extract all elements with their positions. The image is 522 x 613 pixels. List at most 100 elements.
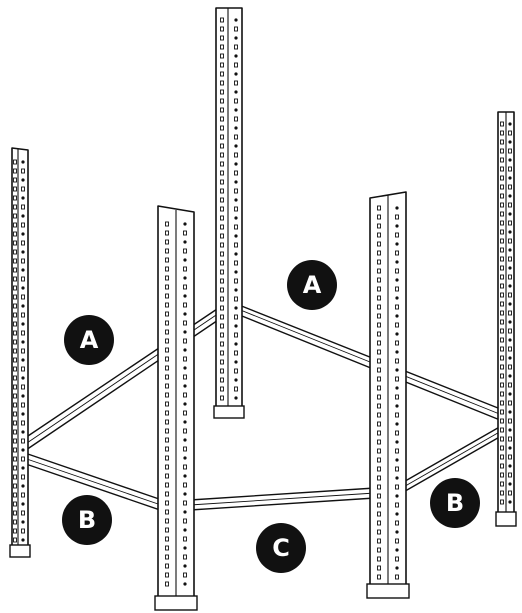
slot-hole — [13, 375, 17, 381]
slot-hole — [395, 430, 399, 436]
slot-hole — [21, 384, 25, 390]
slot-hole — [377, 340, 381, 346]
slot-hole — [508, 256, 512, 262]
slot-hole — [500, 454, 504, 460]
slot-hole — [13, 195, 17, 201]
slot-hole — [13, 411, 17, 417]
slot-hole — [377, 367, 381, 373]
slot-hole — [220, 368, 224, 374]
star-hole — [508, 230, 512, 234]
slot-hole — [395, 232, 399, 238]
slot-hole — [21, 510, 25, 516]
slot-hole — [183, 500, 187, 506]
slot-hole — [165, 221, 169, 227]
slot-hole — [21, 204, 25, 210]
slot-hole — [234, 386, 238, 392]
star-hole — [183, 312, 187, 316]
slot-hole — [165, 383, 169, 389]
star-hole — [21, 358, 25, 362]
star-hole — [395, 440, 399, 444]
slot-hole — [220, 332, 224, 338]
slot-hole — [165, 293, 169, 299]
star-hole — [395, 530, 399, 534]
slot-hole — [165, 446, 169, 452]
slot-hole — [13, 474, 17, 480]
star-hole — [395, 512, 399, 516]
slot-hole — [377, 574, 381, 580]
slot-hole — [13, 492, 17, 498]
slot-hole — [165, 464, 169, 470]
label-badge-a-left: A — [64, 315, 114, 365]
slot-hole — [220, 53, 224, 59]
slot-hole — [377, 277, 381, 283]
slot-hole — [13, 258, 17, 264]
slot-hole — [220, 44, 224, 50]
star-hole — [183, 492, 187, 496]
slot-hole — [13, 447, 17, 453]
beam-a-left — [21, 302, 231, 451]
star-hole — [21, 376, 25, 380]
slot-hole — [377, 529, 381, 535]
slot-hole — [377, 385, 381, 391]
slot-hole — [183, 302, 187, 308]
label-b-right: B — [446, 489, 464, 517]
slot-hole — [165, 347, 169, 353]
slot-hole — [183, 356, 187, 362]
star-hole — [21, 196, 25, 200]
slot-hole — [500, 148, 504, 154]
slot-hole — [234, 116, 238, 122]
slot-hole — [508, 472, 512, 478]
star-hole — [508, 176, 512, 180]
star-hole — [395, 296, 399, 300]
slot-hole — [21, 456, 25, 462]
slot-hole — [377, 448, 381, 454]
slot-hole — [500, 418, 504, 424]
slot-hole — [220, 215, 224, 221]
star-hole — [395, 278, 399, 282]
post-back-right — [495, 111, 517, 527]
star-hole — [234, 288, 238, 292]
slot-hole — [500, 472, 504, 478]
star-hole — [508, 410, 512, 414]
slot-hole — [377, 520, 381, 526]
slot-hole — [165, 284, 169, 290]
star-hole — [234, 72, 238, 76]
slot-hole — [395, 556, 399, 562]
slot-hole — [220, 278, 224, 284]
star-hole — [234, 180, 238, 184]
slot-hole — [500, 346, 504, 352]
slot-hole — [377, 322, 381, 328]
star-hole — [395, 548, 399, 552]
slot-hole — [183, 536, 187, 542]
label-b-left: B — [78, 506, 96, 534]
slot-hole — [21, 438, 25, 444]
slot-hole — [220, 116, 224, 122]
slot-hole — [13, 393, 17, 399]
slot-hole — [183, 266, 187, 272]
slot-hole — [165, 320, 169, 326]
slot-hole — [500, 400, 504, 406]
slot-hole — [508, 400, 512, 406]
star-hole — [183, 546, 187, 550]
slot-hole — [13, 231, 17, 237]
slot-hole — [234, 152, 238, 158]
star-hole — [183, 402, 187, 406]
slot-hole — [183, 446, 187, 452]
post-holes — [13, 17, 512, 587]
star-hole — [508, 464, 512, 468]
slot-hole — [500, 364, 504, 370]
slot-hole — [500, 121, 504, 127]
slot-hole — [508, 328, 512, 334]
slot-hole — [377, 304, 381, 310]
slot-hole — [500, 373, 504, 379]
slot-hole — [21, 276, 25, 282]
slot-hole — [395, 268, 399, 274]
slot-hole — [13, 249, 17, 255]
star-hole — [395, 314, 399, 318]
slot-hole — [377, 259, 381, 265]
slot-hole — [500, 166, 504, 172]
slot-hole — [21, 258, 25, 264]
slot-hole — [377, 223, 381, 229]
star-hole — [21, 448, 25, 452]
star-hole — [21, 286, 25, 290]
